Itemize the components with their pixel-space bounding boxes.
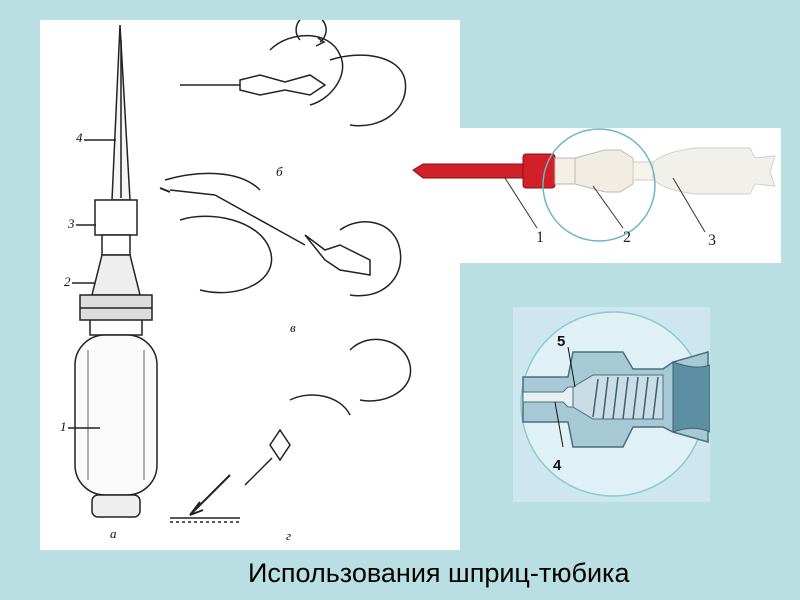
- panel-label-b: б: [276, 164, 283, 180]
- panel-label-a: а: [110, 526, 117, 542]
- part-label-2: 2: [64, 274, 71, 290]
- callout-1: 1: [536, 229, 544, 247]
- hub-cross-section-photo: 5 4: [513, 307, 710, 502]
- panel-label-v: в: [290, 320, 296, 336]
- hub-cross-section-illustration: [513, 307, 710, 502]
- callout-4: 4: [553, 457, 561, 474]
- part-label-3: 3: [68, 216, 75, 232]
- syringe-tube-line-drawings: [40, 20, 460, 550]
- panel-label-g: г: [286, 528, 291, 544]
- syringe-tube-drawing-panel: 4 3 2 1 а б в г: [40, 20, 460, 550]
- part-label-1: 1: [60, 419, 67, 435]
- callout-5: 5: [557, 333, 565, 350]
- syringe-tube-illustration: [405, 128, 781, 263]
- part-label-4: 4: [76, 130, 83, 146]
- syringe-tube-photo: 1 2 3: [405, 128, 781, 263]
- callout-3: 3: [708, 232, 716, 250]
- callout-2: 2: [623, 229, 631, 247]
- slide-caption: Использования шприц-тюбика: [248, 558, 788, 589]
